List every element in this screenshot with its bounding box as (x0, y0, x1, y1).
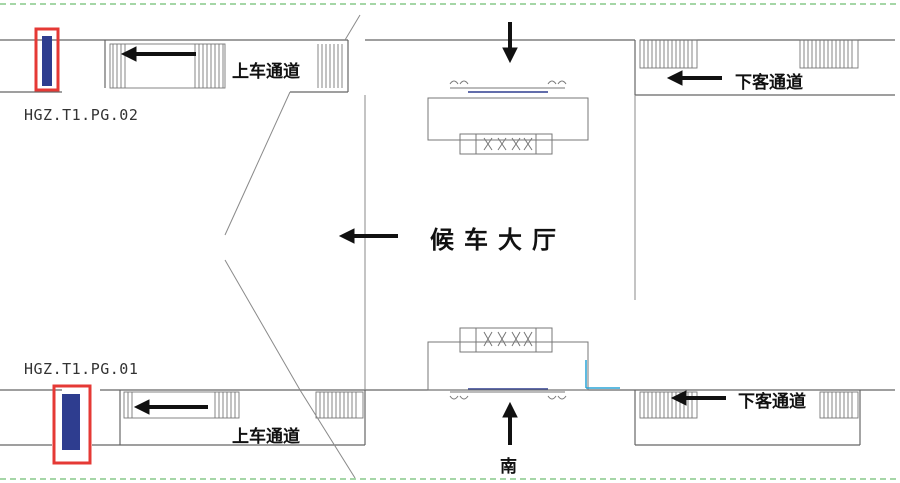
boarding-passage-bottom-label: 上车通道 (232, 427, 300, 447)
stair-top-right (639, 39, 859, 69)
device-label-top: HGZ.T1.PG.02 (24, 106, 139, 124)
arrow-top-right-left (666, 70, 722, 86)
gate-line-top (449, 80, 567, 93)
arrow-bottom-right-left (670, 390, 726, 406)
device-bottom (62, 394, 80, 450)
arrow-bottom-up (502, 401, 518, 445)
device-top (42, 36, 52, 86)
arrow-hall-left (338, 228, 398, 244)
arrow-top-left (120, 46, 196, 62)
waiting-hall-label: 候车大厅 (430, 226, 566, 254)
device-top-highlight (34, 27, 60, 92)
bottom-walls (0, 389, 895, 446)
stair-bottom-left (123, 391, 364, 419)
device-label-bottom: HGZ.T1.PG.01 (24, 360, 139, 378)
stair-top-left (109, 43, 226, 89)
device-bottom-highlight (52, 384, 92, 465)
alighting-passage-top-label: 下客通道 (735, 73, 803, 93)
stair-top-left-2 (317, 44, 343, 88)
arrow-bottom-left (133, 399, 208, 415)
hall-outline (224, 14, 636, 479)
turnstile-top (427, 97, 589, 155)
alighting-passage-bottom-label: 下客通道 (738, 392, 806, 412)
south-label: 南 (500, 457, 517, 477)
turnstile-bottom (427, 327, 589, 391)
arrow-top-down (502, 22, 518, 64)
boarding-passage-top-label: 上车通道 (232, 62, 300, 82)
gate-line-bottom (449, 388, 567, 400)
